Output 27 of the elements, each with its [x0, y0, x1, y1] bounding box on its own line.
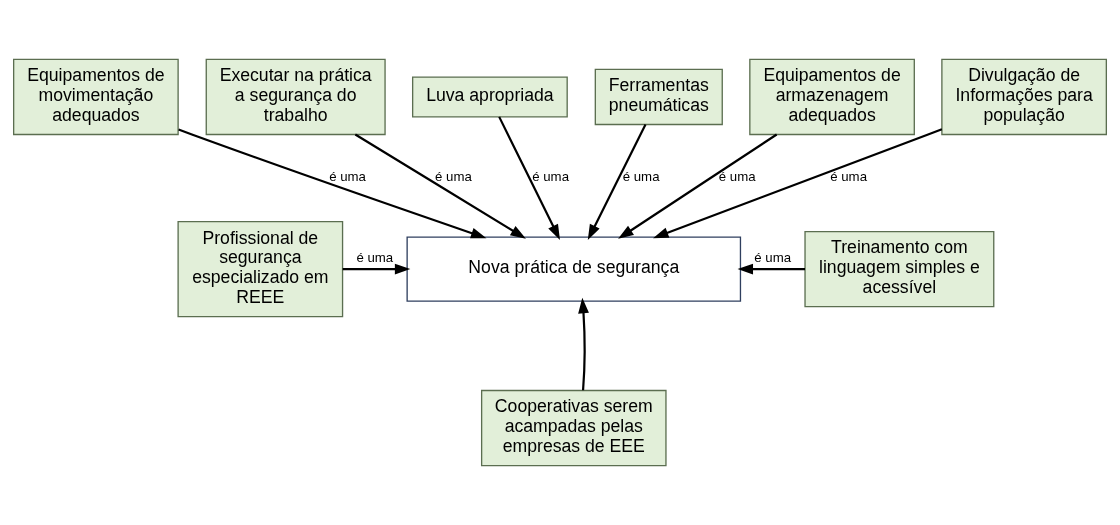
edge-label: é uma — [718, 169, 756, 185]
node-box: Luva apropriada — [412, 76, 568, 118]
arrow — [178, 128, 487, 239]
arrow — [342, 263, 411, 275]
arrow — [587, 124, 647, 241]
node-box: Ferramentas pneumáticas — [594, 68, 723, 126]
arrow — [498, 116, 560, 240]
edge-label: é uma — [329, 169, 366, 185]
node-box: Treinamento com linguagem simples e acessível — [804, 230, 995, 308]
edge-label: é uma — [830, 169, 868, 185]
node-box: Nova prática de segurança — [406, 236, 742, 302]
node-box: Divulgação de Informações para população — [941, 58, 1107, 136]
edge-label: é uma — [532, 169, 570, 185]
arrow — [618, 133, 778, 239]
node-box: Equipamentos de movimentação adequados — [13, 58, 179, 136]
arrow — [737, 263, 805, 275]
node-box: Equipamentos de armazenagem adequados — [749, 58, 915, 136]
arrow — [653, 128, 943, 239]
arrow — [578, 297, 589, 391]
node-box: Cooperativas serem acampadas pelas empresas de EEE — [480, 389, 667, 467]
arrow — [354, 133, 526, 239]
edge-label: é uma — [754, 250, 792, 266]
edge-label: é uma — [435, 169, 472, 185]
node-box: Profissional de segurança especializado em REEE — [177, 221, 344, 318]
edge-label: é uma — [622, 169, 660, 185]
node-box: Executar na prática a segurança do trabalho — [205, 58, 386, 136]
edge-label: é uma — [356, 250, 394, 266]
